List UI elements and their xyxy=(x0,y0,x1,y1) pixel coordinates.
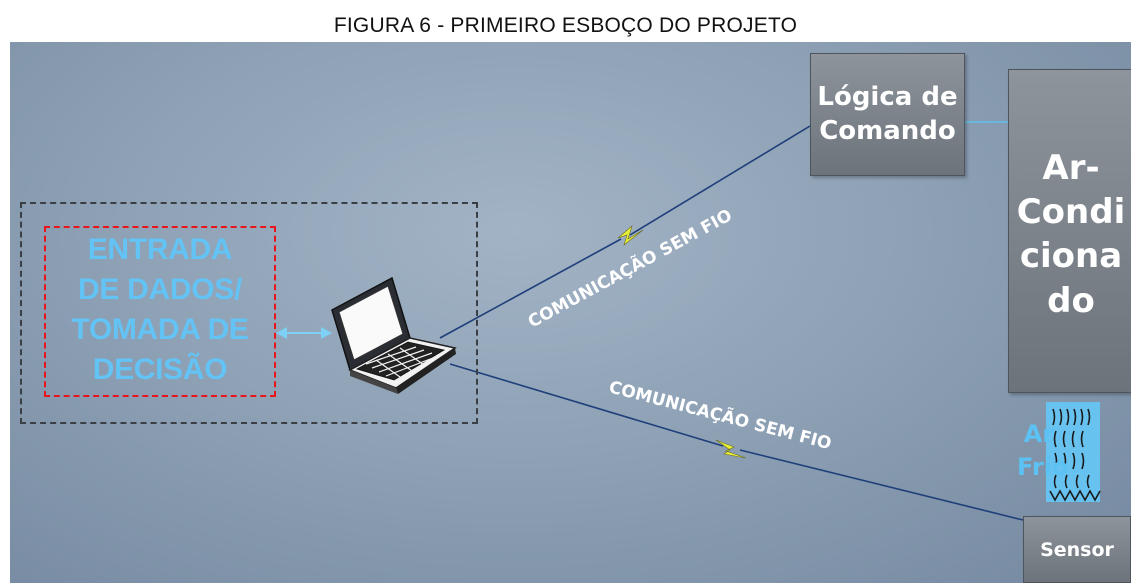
lightning-bolt-icon xyxy=(617,225,644,246)
lightning-bolt-icon xyxy=(715,439,747,459)
data-entry-line4: DECISÃO xyxy=(92,353,228,386)
data-entry-line1: ENTRADA xyxy=(87,233,233,266)
system-boundary xyxy=(20,202,478,424)
diagram-graphics: COMUNICAÇÃO SEM FIO COMUNICAÇÃO SEM FIO xyxy=(276,121,1101,521)
wireless-link-lower xyxy=(449,363,1024,521)
diagram-canvas: COMUNICAÇÃO SEM FIO COMUNICAÇÃO SEM FIO … xyxy=(10,42,1131,583)
data-entry-line3: TOMADA DE xyxy=(71,313,249,346)
logic-command-label-line2: Comando xyxy=(819,115,956,146)
data-entry-boundary xyxy=(44,226,276,397)
cold-air-label: Ar Frio xyxy=(1017,418,1069,484)
data-exchange-arrow xyxy=(276,327,332,339)
laptop-icon xyxy=(331,276,457,394)
air-conditioner-label-line4: do xyxy=(1047,280,1095,321)
logic-command-box: Lógica de Comando xyxy=(810,53,965,176)
cold-airflow-icon xyxy=(1046,402,1101,502)
logic-command-label-line1: Lógica de xyxy=(817,81,958,112)
figure-caption: FIGURA 6 - PRIMEIRO ESBOÇO DO PROJETO xyxy=(333,14,798,37)
air-conditioner-label-line1: Ar- xyxy=(1042,148,1100,188)
air-conditioner-label-line2: Condi xyxy=(1016,192,1126,233)
air-conditioner-box: Ar- Condi ciona do xyxy=(1008,69,1131,393)
sensor-label: Sensor xyxy=(1040,538,1114,561)
sensor-box: Sensor xyxy=(1023,516,1131,583)
wireless-label-upper: COMUNICAÇÃO SEM FIO xyxy=(523,203,735,332)
air-conditioner-label-line3: ciona xyxy=(1019,236,1123,277)
cold-air-line2: Frio xyxy=(1017,453,1069,481)
wireless-link-upper xyxy=(439,125,811,339)
data-entry-label: ENTRADA DE DADOS/ TOMADA DE DECISÃO xyxy=(40,230,280,390)
data-entry-line2: DE DADOS/ xyxy=(78,273,242,306)
cold-air-line1: Ar xyxy=(1023,420,1055,448)
